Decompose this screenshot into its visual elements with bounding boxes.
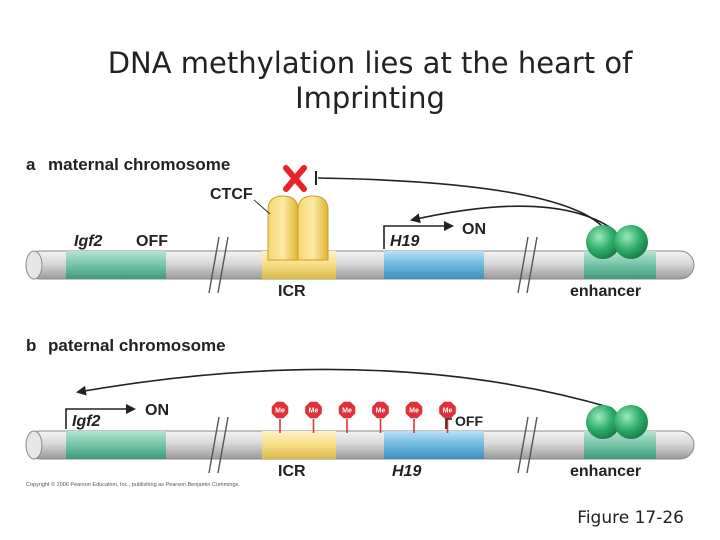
maternal-igf2-label: Igf2 xyxy=(74,233,103,250)
methyl-octagon xyxy=(405,401,423,419)
paternal-h19-label: H19 xyxy=(392,463,421,480)
methyl-label: Me xyxy=(342,408,352,415)
paternal-chromosome-end xyxy=(25,430,43,460)
ctcf-protein xyxy=(267,195,329,261)
maternal-enhancer-ball-2 xyxy=(614,225,648,259)
title-line-2: Imprinting xyxy=(295,80,445,115)
methyl-octagon xyxy=(271,401,289,419)
panel-b-heading: paternal chromosome xyxy=(48,336,226,355)
paternal-enhancer-label: enhancer xyxy=(570,463,641,480)
methyl-group: Me xyxy=(439,401,456,433)
blocked-enhancer-arrow xyxy=(317,177,605,229)
maternal-h19-gene xyxy=(384,251,484,279)
paternal-enhancer-ball-1 xyxy=(586,405,620,439)
maternal-chromosome-end xyxy=(25,250,43,280)
maternal-igf2-gene xyxy=(66,251,166,279)
methyl-label: Me xyxy=(275,408,285,415)
maternal-enhancer-ball-1 xyxy=(586,225,620,259)
ctcf-label: CTCF xyxy=(210,186,253,203)
paternal-icr-region xyxy=(262,431,336,459)
methyl-label: Me xyxy=(409,408,419,415)
h19-promoter-arrow xyxy=(383,221,454,249)
maternal-enhancer-label: enhancer xyxy=(570,283,641,300)
paternal-break-mark-2 xyxy=(517,416,538,474)
enhancer-to-h19-arrow xyxy=(410,205,615,231)
paternal-igf2-label: Igf2 xyxy=(72,413,101,430)
paternal-enhancer-ball-2 xyxy=(614,405,648,439)
methyl-octagon xyxy=(439,401,456,419)
methyl-label: Me xyxy=(376,408,386,415)
paternal-h19-gene xyxy=(384,431,484,459)
paternal-igf2-gene xyxy=(66,431,166,459)
methyl-group: Me xyxy=(338,401,356,433)
maternal-h19-state: ON xyxy=(462,221,486,238)
copyright-text: Copyright © 2006 Pearson Education, Inc.… xyxy=(26,481,240,488)
methyl-group: Me xyxy=(305,401,322,433)
enhancer-to-igf2-arrow xyxy=(76,368,613,409)
block-x-icon xyxy=(283,165,307,192)
methyl-label: Me xyxy=(309,408,319,415)
methyl-group: Me xyxy=(372,401,389,433)
methyl-group: Me xyxy=(271,401,289,433)
paternal-igf2-state: ON xyxy=(145,402,169,419)
methyl-octagon xyxy=(338,401,356,419)
igf2-promoter-arrow xyxy=(65,404,136,429)
methyl-label: Me xyxy=(443,408,453,415)
slide-title: DNA methylation lies at the heart of Imp… xyxy=(60,46,680,116)
figure-caption: Figure 17-26 xyxy=(577,508,684,528)
methyl-octagon xyxy=(372,401,389,419)
panel-a-heading: maternal chromosome xyxy=(48,155,230,174)
methyl-groups: Me Me Me Me Me Me xyxy=(271,401,456,433)
maternal-h19-label: H19 xyxy=(390,233,419,250)
paternal-icr-label: ICR xyxy=(278,463,306,480)
panel-b: b paternal chromosome Igf2 ON xyxy=(25,336,695,480)
h19-off-mark xyxy=(445,418,452,429)
panel-b-letter: b xyxy=(26,336,36,355)
methyl-octagon xyxy=(305,401,322,419)
maternal-break-mark-1 xyxy=(208,236,229,294)
paternal-break-mark-1 xyxy=(208,416,229,474)
paternal-h19-state: OFF xyxy=(455,413,483,429)
methyl-group: Me xyxy=(405,401,423,433)
panel-a-letter: a xyxy=(26,155,36,174)
maternal-icr-label: ICR xyxy=(278,283,306,300)
maternal-break-mark-2 xyxy=(517,236,538,294)
maternal-igf2-state: OFF xyxy=(136,233,168,250)
ctcf-pointer xyxy=(253,199,271,215)
panel-a: a maternal chromosome CTCF xyxy=(25,155,695,300)
title-line-1: DNA methylation lies at the heart of xyxy=(107,46,633,80)
